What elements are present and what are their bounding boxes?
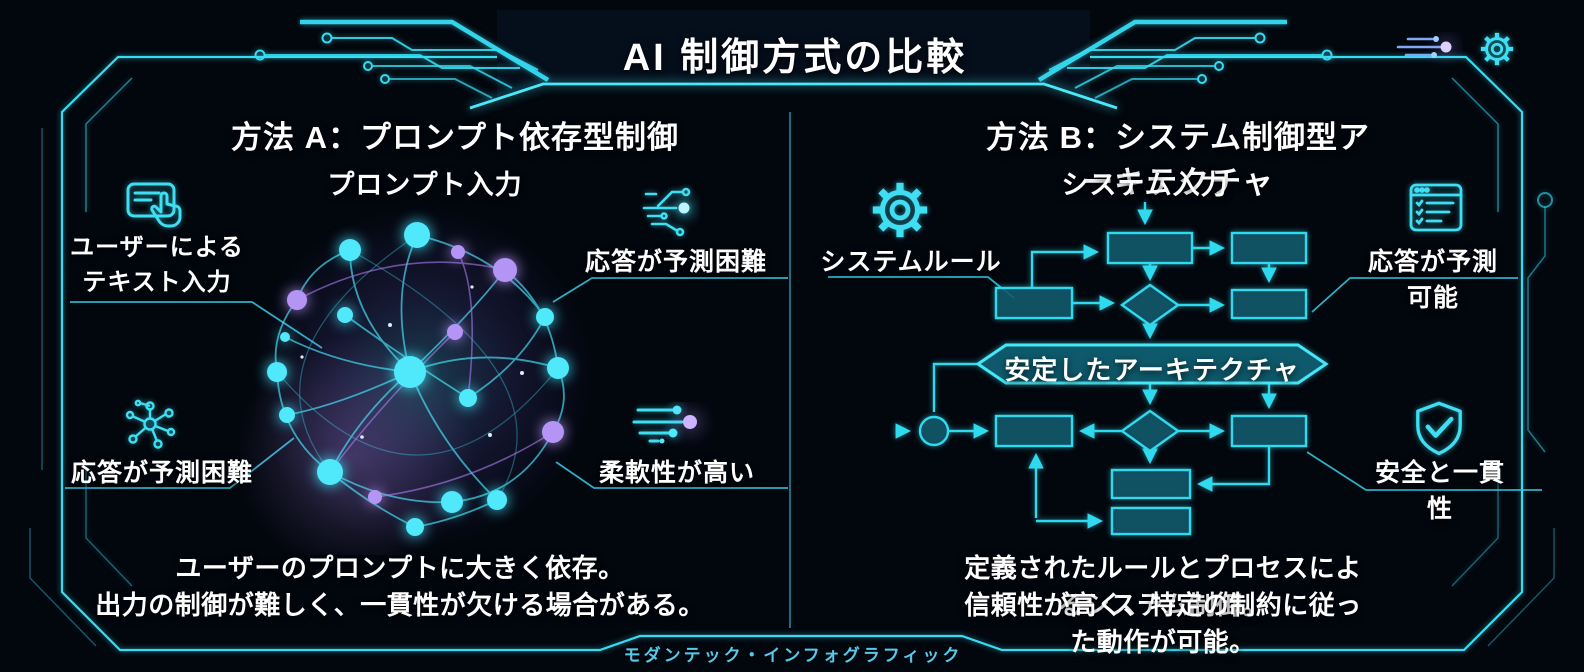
network-nodes-cyan bbox=[267, 222, 569, 536]
gear-icon bbox=[872, 182, 928, 238]
outer-corner-accents bbox=[29, 128, 1555, 647]
flowchart bbox=[848, 202, 1329, 536]
title-banner-bg bbox=[497, 10, 1090, 100]
callout-unpredictable-bottom: 応答が予測困難 bbox=[70, 459, 254, 487]
network-edges-purple bbox=[296, 251, 554, 498]
header-speed-lines-icon bbox=[1396, 36, 1452, 58]
flow-banner-hexagon bbox=[975, 343, 1329, 385]
shield-check-icon bbox=[1416, 401, 1462, 456]
network-sparkles bbox=[300, 285, 524, 439]
method-a-description-line2: 出力の制御が難しく、一貫性が欠ける場合がある。 bbox=[95, 590, 705, 620]
main-frame bbox=[60, 55, 1553, 652]
flow-box-right bbox=[1230, 288, 1308, 320]
method-a-input-label: プロンプト入力 bbox=[327, 170, 523, 200]
network-nodes-purple bbox=[287, 245, 564, 504]
method-a-heading: 方法 A：プロンプト依存型制御 bbox=[230, 120, 680, 155]
circuit-icon bbox=[642, 187, 691, 237]
method-a-description-line1: ユーザーのプロンプトに大きく依存。 bbox=[175, 553, 625, 583]
callout-flexibility: 柔軟性が高い bbox=[598, 459, 756, 487]
speed-lines-icon bbox=[632, 405, 697, 444]
flow-box-left2 bbox=[994, 414, 1074, 448]
method-b-description-line2: 信頼性が高く、特定の制約に従った動作が可能。 bbox=[964, 590, 1362, 657]
flow-start-circle bbox=[918, 415, 950, 447]
footer-credit: モダンテック・インフォグラフィック bbox=[623, 646, 963, 665]
callout-safety: 安全と一貫性 bbox=[1374, 459, 1505, 523]
flow-box-left bbox=[994, 286, 1074, 320]
circuit-traces-right bbox=[1037, 19, 1333, 99]
callout-user-text-input: ユーザーによる テキスト入力 bbox=[70, 234, 244, 296]
network-node-icon bbox=[125, 399, 176, 449]
method-b-description-line1: 定義されたルールとプロセスによるシステム制御。 bbox=[964, 553, 1362, 620]
header-gear-icon bbox=[1480, 32, 1514, 66]
circuit-traces-left bbox=[254, 19, 550, 99]
title-banner-glowline bbox=[469, 82, 1118, 110]
callout-predictable: 応答が予測可能 bbox=[1367, 248, 1498, 312]
touch-input-icon bbox=[126, 182, 182, 228]
neural-network-graphic bbox=[240, 205, 594, 555]
stable-architecture-banner-label: 安定したアーキテクチャ bbox=[1004, 355, 1300, 385]
checklist-window-icon bbox=[1409, 183, 1463, 232]
flow-box-top-right bbox=[1230, 231, 1308, 265]
flow-decision-upper bbox=[1119, 283, 1181, 327]
callout-unpredictable-top: 応答が予測困難 bbox=[584, 248, 768, 276]
flow-box-mid2 bbox=[1110, 506, 1192, 536]
method-b-input-label: システム入力 bbox=[1061, 170, 1229, 200]
flow-box-mid1 bbox=[1110, 468, 1192, 500]
flow-decision-lower bbox=[1119, 409, 1181, 453]
flow-box-top-center bbox=[1106, 231, 1194, 265]
page-title: AI 制御方式の比較 bbox=[622, 37, 968, 79]
method-b-heading: 方法 B：システム制御型アーキテクチャ bbox=[985, 120, 1371, 200]
flow-box-right2 bbox=[1230, 414, 1308, 448]
callout-system-rules: システムルール bbox=[820, 248, 1002, 276]
